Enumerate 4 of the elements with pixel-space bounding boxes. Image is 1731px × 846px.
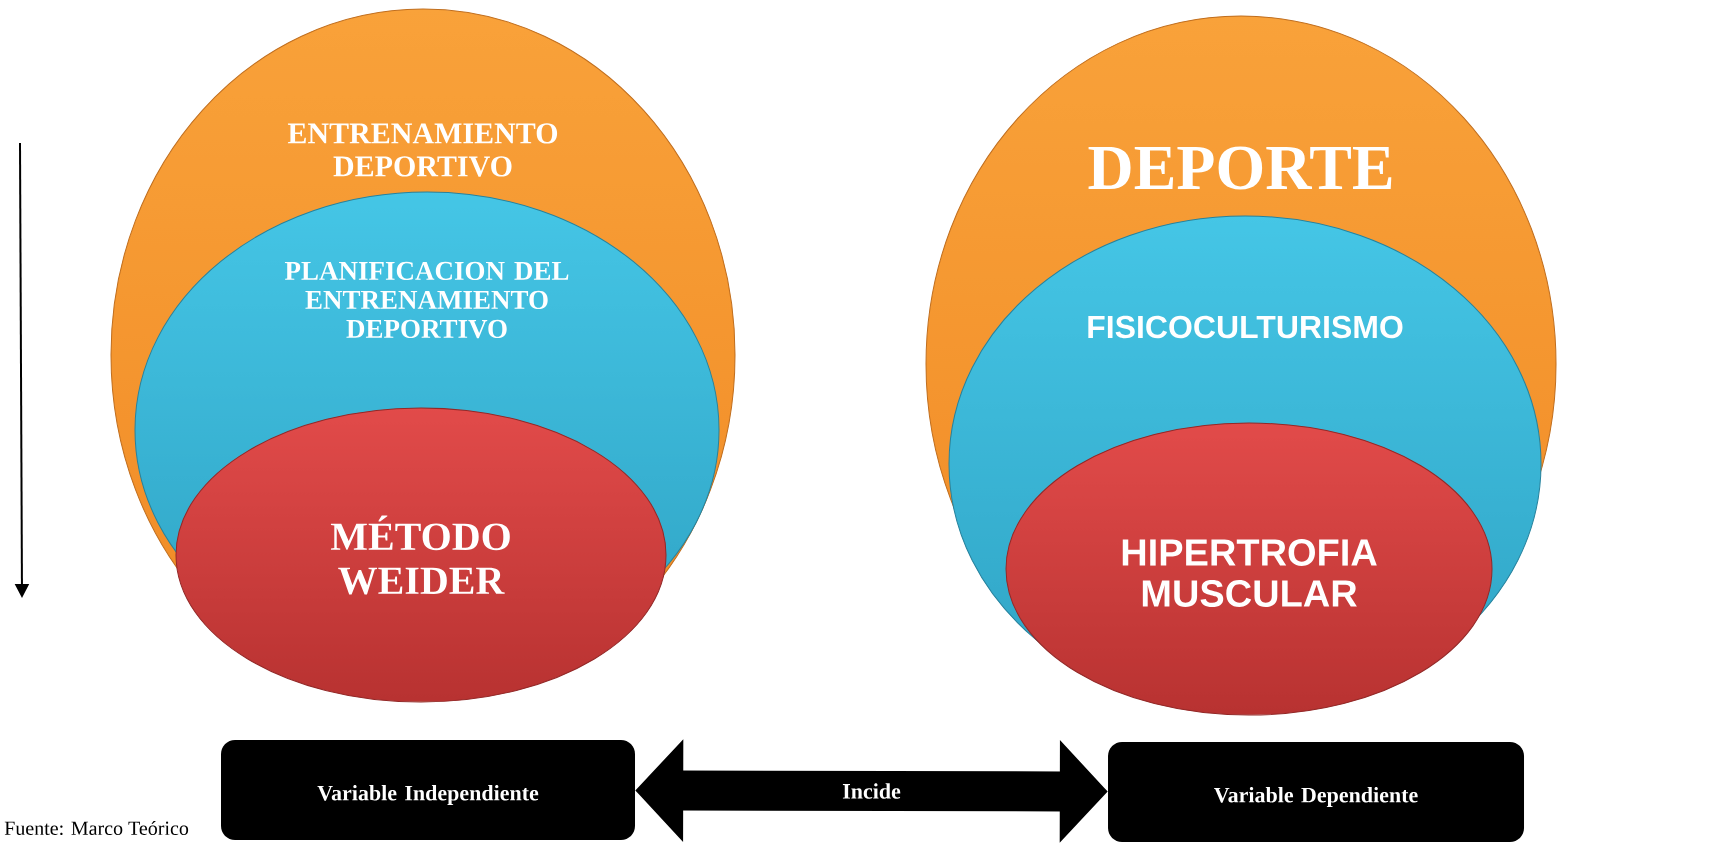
edge-label: Incide [842,783,901,799]
variable-box: Variable Dependiente [1108,742,1524,842]
variable-box: Variable Independiente [221,740,635,840]
source-note: Fuente: Marco Teórico [4,820,189,836]
